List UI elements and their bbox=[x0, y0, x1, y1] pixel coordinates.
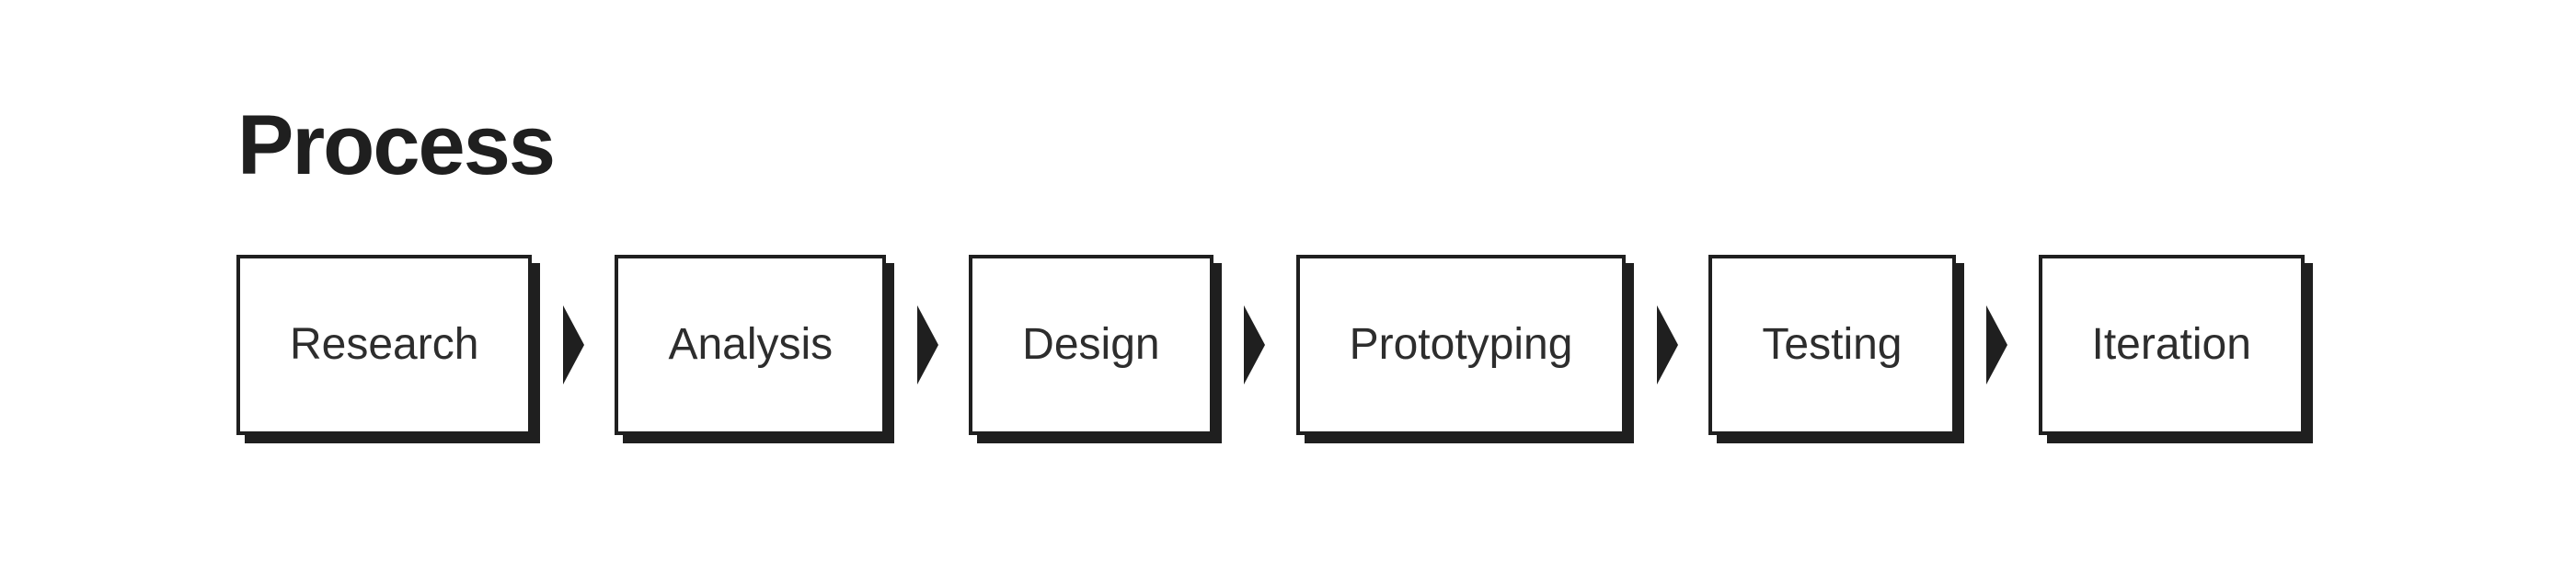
process-step-label: Design bbox=[1022, 320, 1160, 369]
process-step: Testing bbox=[1708, 255, 1956, 435]
process-step-label: Iteration bbox=[2091, 320, 2251, 369]
process-step-label: Analysis bbox=[668, 320, 834, 369]
flow-connector bbox=[532, 255, 615, 435]
right-arrow-icon bbox=[1656, 305, 1678, 384]
flow-connector bbox=[1956, 255, 2039, 435]
right-arrow-icon bbox=[562, 305, 584, 384]
right-arrow-icon bbox=[1986, 305, 2007, 384]
flow-connector bbox=[1213, 255, 1296, 435]
process-step-label: Testing bbox=[1762, 320, 1903, 369]
right-arrow-icon bbox=[916, 305, 938, 384]
process-step-label: Prototyping bbox=[1349, 320, 1573, 369]
process-step: Iteration bbox=[2038, 255, 2305, 435]
process-flow: Research Analysis Design Prototyping Tes… bbox=[236, 255, 2305, 435]
process-step: Prototyping bbox=[1295, 255, 1627, 435]
right-arrow-icon bbox=[1244, 305, 1266, 384]
process-step: Research bbox=[236, 255, 533, 435]
process-step: Design bbox=[969, 255, 1213, 435]
page-title: Process bbox=[237, 98, 556, 192]
process-step-label: Research bbox=[290, 320, 479, 369]
process-step: Analysis bbox=[615, 255, 887, 435]
flow-connector bbox=[886, 255, 969, 435]
flow-connector bbox=[1626, 255, 1708, 435]
